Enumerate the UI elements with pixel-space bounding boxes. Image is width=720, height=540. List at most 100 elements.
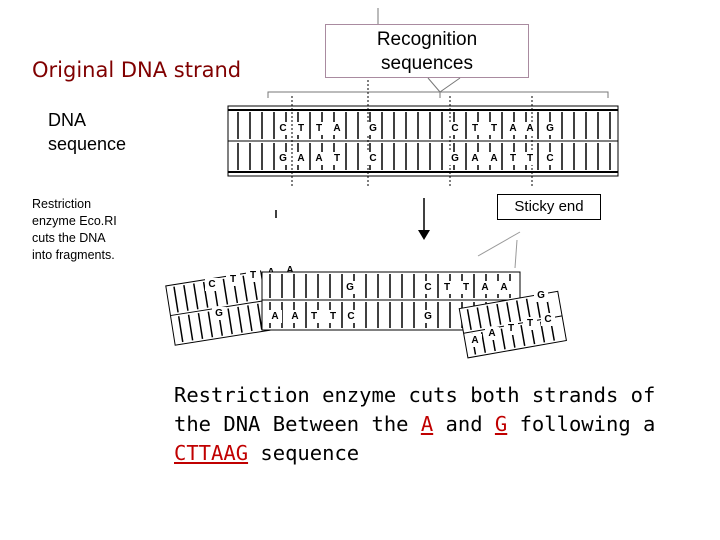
base-label-bg [504, 322, 518, 335]
enzyme-line4: into fragments. [32, 248, 115, 262]
base-label-bg [459, 281, 473, 294]
fragment-base: C [544, 314, 551, 325]
base-pair-rung [187, 314, 194, 341]
base-label-bg [421, 310, 435, 323]
base-pair-rung [242, 275, 248, 302]
base-label-bg [523, 122, 537, 135]
fragment-middle [261, 271, 521, 331]
fragment-base: T [527, 318, 533, 329]
base-top: T [298, 123, 304, 134]
fragment-base: T [250, 270, 256, 281]
enzyme-line2: enzyme Eco.RI [32, 214, 117, 228]
base-label-bg [448, 152, 462, 165]
base-top: T [316, 123, 322, 134]
fragment-base: G [215, 308, 223, 319]
base-label-bg [478, 281, 492, 294]
base-label-bg [506, 152, 520, 165]
base-label-bg [330, 122, 344, 135]
base-label-bg [497, 281, 511, 294]
enzyme-description: Restriction enzyme Eco.RI cuts the DNA i… [32, 196, 117, 264]
base-pair-rung [500, 328, 506, 350]
fragment-base: T [230, 274, 236, 285]
base-pair-rung [506, 302, 512, 324]
base-label-bg [487, 152, 501, 165]
base-label-bg [312, 122, 326, 135]
dna-sequence-line1: DNA [48, 110, 87, 130]
fragment-base: A [488, 328, 495, 339]
base-label-bg [246, 269, 260, 282]
caption-text: Restriction enzyme cuts both strands of … [174, 381, 704, 468]
base-label-bg [421, 281, 435, 294]
base-bottom: A [315, 153, 322, 164]
enzyme-line1: Restriction [32, 197, 92, 211]
base-top: T [491, 123, 497, 134]
fragment-base: T [311, 311, 317, 322]
base-label-bg [344, 310, 358, 323]
base-pair-rung [173, 286, 179, 313]
base-label-bg [541, 313, 555, 326]
fragment-base: G [424, 311, 432, 322]
base-label-bg [330, 152, 344, 165]
base-top: C [451, 123, 458, 134]
base-pair-rung [525, 298, 531, 320]
base-bottom: T [334, 153, 340, 164]
fragment-base: A [271, 311, 278, 322]
base-label-bg [307, 310, 321, 323]
base-pair-rung [177, 316, 184, 343]
fragment-base: A [471, 335, 478, 346]
base-label-bg [366, 122, 380, 135]
base-pair-rung [222, 278, 229, 305]
base-top: T [472, 123, 478, 134]
caption-part2: following a [507, 412, 656, 436]
base-label-bg [205, 278, 219, 291]
base-bottom: A [297, 153, 304, 164]
caption-sequence: CTTAAG [174, 441, 249, 465]
dna-sequence-line2: sequence [48, 134, 127, 154]
base-label-bg [212, 307, 226, 320]
sticky-end-label: Sticky end [497, 194, 601, 220]
base-pair-rung [486, 305, 492, 327]
base-bottom: C [546, 153, 553, 164]
base-label-bg [268, 310, 282, 323]
cut-arrow-icon [418, 198, 430, 240]
base-label-bg [276, 122, 290, 135]
fragment-base: T [508, 323, 514, 334]
base-label-bg [523, 317, 537, 330]
base-bottom: A [471, 153, 478, 164]
dna-ladder [227, 105, 619, 177]
base-pair-rung [227, 308, 233, 335]
caption-and: and [433, 412, 495, 436]
fragment-base: T [463, 282, 469, 293]
base-label-bg [448, 122, 462, 135]
base-pair-rung [466, 309, 472, 331]
base-pair-rung [197, 313, 204, 339]
base-top: G [546, 123, 554, 134]
recognition-bracket [267, 8, 609, 98]
base-pair-rung [193, 283, 199, 310]
fragment-base: C [208, 279, 215, 290]
base-pair-rung [480, 331, 487, 353]
base-pair-rung [256, 303, 263, 330]
base-pair-rung [520, 325, 526, 346]
fragment-base: G [537, 290, 545, 301]
base-pair-rung [202, 281, 209, 308]
recognition-sequences-box: Recognition sequences [325, 24, 529, 78]
base-top: A [509, 123, 516, 134]
fragment-base: G [346, 282, 354, 293]
caption-part1: Restriction enzyme cuts both strands of … [174, 383, 656, 436]
base-bottom: G [451, 153, 459, 164]
enzyme-line3: cuts the DNA [32, 231, 106, 245]
fragment-base: A [286, 265, 293, 276]
base-pair-rung [247, 305, 253, 332]
base-pair-rung [515, 300, 522, 322]
base-label-bg [543, 152, 557, 165]
caption-base-a: A [420, 412, 434, 436]
base-top: G [369, 123, 377, 134]
caption-base-g: G [494, 412, 508, 436]
base-bottom: A [490, 153, 497, 164]
base-label-bg [288, 310, 302, 323]
base-pair-rung [496, 303, 502, 325]
base-label-bg [276, 152, 290, 165]
base-label-bg [366, 152, 380, 165]
recognition-label-line1: Recognition [376, 29, 478, 50]
